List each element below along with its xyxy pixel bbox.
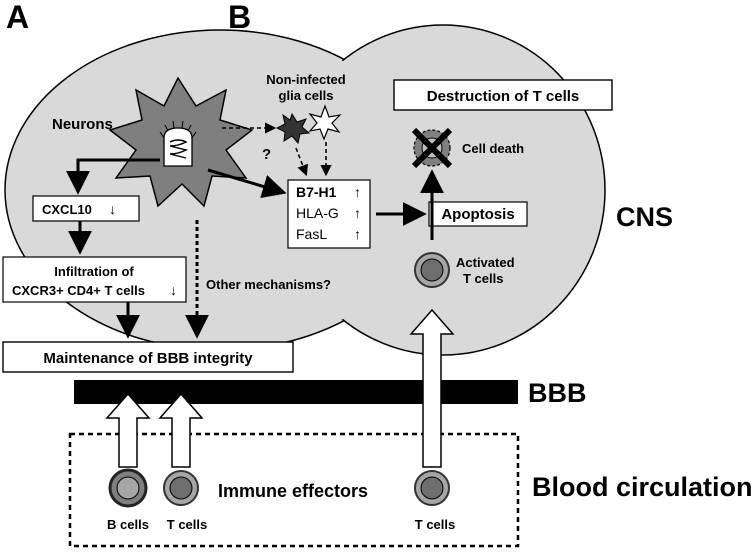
immune-effectors-label: Immune effectors [218,481,368,501]
hollow-arrow-b-cells [105,392,151,468]
apoptosis-box [428,201,528,227]
glia-label-line1: Non-infected [266,72,346,87]
activated-t-cell [414,252,450,288]
bbb-bar [74,380,518,404]
molecules-box: B7-H1 ↑ HLA-G ↑ FasL ↑ [287,179,371,249]
hollow-arrow-t-cells-right [409,308,455,468]
glia-cell-dark [275,112,311,145]
panel-label-b: B [228,0,251,35]
molecule-fasl-arrow: ↑ [354,226,361,242]
bbb-integrity-label: Maintenance of BBB integrity [43,350,253,367]
b-cells-label: B cells [107,517,149,532]
panel-label-a: A [6,0,29,35]
molecule-b7h1: B7-H1 [296,184,337,200]
t-cells-right-label: T cells [415,517,455,532]
infiltration-line1: Infiltration of [54,264,134,279]
question-mark: ? [262,146,271,163]
t-cells-left-label: T cells [167,517,207,532]
molecule-fasl: FasL [296,226,327,242]
cxcl10-box [32,195,140,222]
neurons-label: Neurons [52,116,113,133]
activated-label-line2: T cells [463,271,503,286]
infiltration-arrow: ↓ [170,282,177,298]
cns-label: CNS [616,202,673,232]
molecule-hlag: HLA-G [296,205,339,221]
other-mechanisms-label: Other mechanisms? [206,277,331,292]
t-cell-left [163,470,199,506]
bbb-integrity-box [2,341,294,373]
infiltration-line2: CXCR3+ CD4+ T cells [12,283,145,298]
t-cell-right [414,470,450,506]
cell-death-label: Cell death [462,141,524,156]
glia-cell-light [308,104,342,141]
blood-circulation-label: Blood circulation [532,472,753,502]
cxcl10-label: CXCL10 [42,202,92,217]
destruction-label: Destruction of T cells [427,88,580,105]
activated-label-line1: Activated [456,255,515,270]
molecule-b7h1-arrow: ↑ [354,184,361,200]
bbb-label: BBB [528,378,587,408]
cxcl10-arrow: ↓ [109,201,116,217]
b-cell [108,468,148,508]
molecule-hlag-arrow: ↑ [354,205,361,221]
blood-compartment [68,432,520,548]
cell-death-icon [411,127,453,169]
destruction-box [393,79,613,111]
glia-label-line2: glia cells [279,88,334,103]
virus-icon [159,120,197,167]
apoptosis-label: Apoptosis [441,206,514,223]
hollow-arrow-t-cells-left [158,392,204,468]
infiltration-box [2,256,187,303]
